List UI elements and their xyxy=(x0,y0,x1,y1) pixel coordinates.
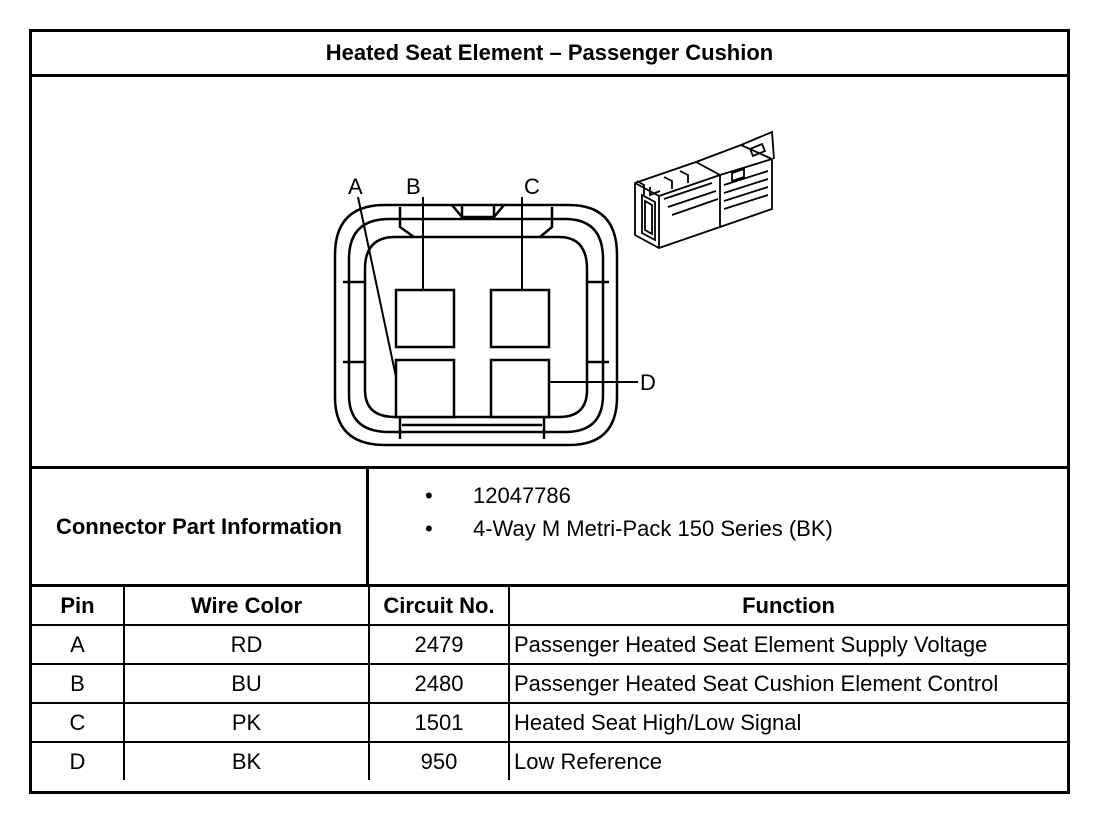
connector-sheet: Heated Seat Element – Passenger Cushion xyxy=(29,29,1070,794)
pinout-table: Pin Wire Color Circuit No. Function A RD… xyxy=(32,587,1067,780)
connector-part-info: Connector Part Information • 12047786 • 4-… xyxy=(32,469,1067,587)
bullet-icon: • xyxy=(425,516,433,541)
cell-circuit-no: 2479 xyxy=(368,624,510,665)
connector-description: 4-Way M Metri-Pack 150 Series (BK) xyxy=(473,516,833,541)
cell-pin: C xyxy=(32,702,125,743)
connector-housing xyxy=(333,203,619,447)
connector-part-info-label: Connector Part Information xyxy=(32,469,369,584)
connector-part-info-list: • 12047786 • 4-Way M Metri-Pack 150 Series… xyxy=(369,469,1067,584)
pin-label-c: C xyxy=(524,174,540,199)
table-row: D BK 950 Low Reference xyxy=(32,741,1067,780)
cell-function: Passenger Heated Seat Cushion Element Co… xyxy=(508,663,1067,704)
cell-pin: A xyxy=(32,624,125,665)
pin-label-d: D xyxy=(640,370,656,395)
bullet-icon: • xyxy=(425,483,433,508)
cavity-a xyxy=(394,358,456,419)
cavity-c xyxy=(489,288,551,349)
pin-leader-lines xyxy=(357,196,638,383)
cell-wire-color: PK xyxy=(123,702,370,743)
pin-cavities xyxy=(394,288,551,419)
cell-pin: B xyxy=(32,663,125,704)
cavity-b xyxy=(394,288,456,349)
table-row: C PK 1501 Heated Seat High/Low Signal xyxy=(32,702,1067,743)
connector-face-drawing: A B C D xyxy=(333,130,775,447)
header-function: Function xyxy=(508,587,1067,626)
page-title: Heated Seat Element – Passenger Cushion xyxy=(32,32,1067,77)
table-row: B BU 2480 Passenger Heated Seat Cushion … xyxy=(32,663,1067,704)
cell-wire-color: RD xyxy=(123,624,370,665)
part-number: 12047786 xyxy=(473,483,571,508)
pin-label-a: A xyxy=(348,174,363,199)
cell-function: Low Reference xyxy=(508,741,1067,780)
cell-circuit-no: 1501 xyxy=(368,702,510,743)
cell-function: Heated Seat High/Low Signal xyxy=(508,702,1067,743)
cell-pin: D xyxy=(32,741,125,780)
header-circuit-no: Circuit No. xyxy=(368,587,510,626)
pin-label-b: B xyxy=(406,174,421,199)
table-row: A RD 2479 Passenger Heated Seat Element … xyxy=(32,624,1067,665)
connector-description-item: • 4-Way M Metri-Pack 150 Series (BK) xyxy=(425,516,833,542)
cell-circuit-no: 950 xyxy=(368,741,510,780)
part-number-item: • 12047786 xyxy=(425,483,571,509)
cell-wire-color: BU xyxy=(123,663,370,704)
header-wire-color: Wire Color xyxy=(123,587,370,626)
cell-function: Passenger Heated Seat Element Supply Vol… xyxy=(508,624,1067,665)
connector-diagram: A B C D xyxy=(32,77,1067,469)
header-pin: Pin xyxy=(32,587,125,626)
cell-wire-color: BK xyxy=(123,741,370,780)
connector-isometric-icon xyxy=(634,130,775,249)
cell-circuit-no: 2480 xyxy=(368,663,510,704)
table-header-row: Pin Wire Color Circuit No. Function xyxy=(32,587,1067,626)
cavity-d xyxy=(489,358,551,419)
